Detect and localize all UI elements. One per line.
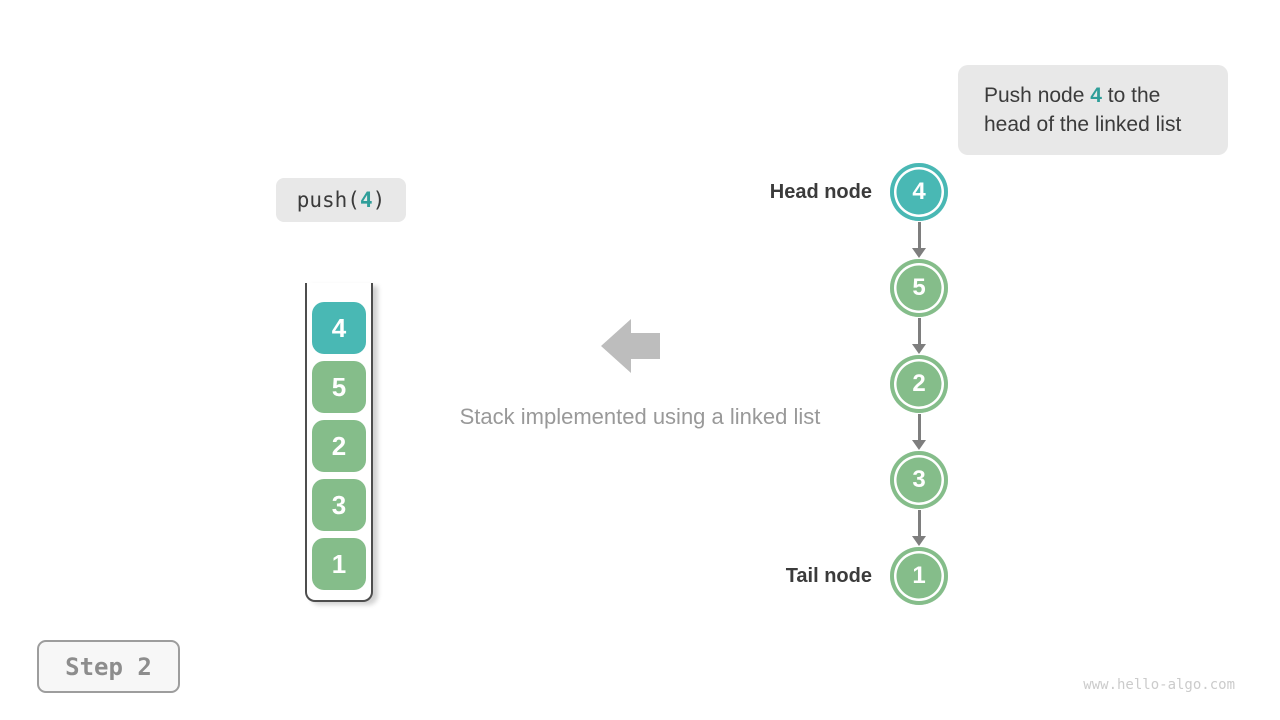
head-node-label: Head node [769,181,872,203]
linked-list-node: 2 [890,355,948,413]
stack-node: 4 [312,302,366,354]
note-text-after: to the [1101,84,1161,107]
down-arrow-icon [912,510,926,546]
tail-node-label: Tail node [785,565,872,587]
operation-label: push(4) [276,178,406,222]
note-line-2: head of the linked list [984,113,1182,136]
step-badge: Step 2 [37,640,180,693]
stack-container: 4 5 2 3 1 [305,283,373,602]
linked-list-node: 4 [890,163,948,221]
watermark-text: www.hello-algo.com [1083,677,1235,693]
stack-node: 1 [312,538,366,590]
operation-prefix: push( [296,188,360,212]
step-label: Step 2 [65,652,152,681]
note-text-before: Push node [984,84,1091,107]
stack-node: 2 [312,420,366,472]
operation-arg: 4 [359,188,373,212]
down-arrow-icon [912,414,926,450]
note-bubble: Push node 4 to the head of the linked li… [958,65,1228,155]
down-arrow-icon [912,318,926,354]
operation-suffix: ) [372,188,386,212]
stack-node: 3 [312,479,366,531]
note-line-1: Push node 4 to the [984,81,1228,110]
linked-list-node: 3 [890,451,948,509]
left-arrow-icon [601,319,660,373]
note-highlight-value: 4 [1090,84,1102,107]
down-arrow-icon [912,222,926,258]
linked-list-node: 1 [890,547,948,605]
caption-text: Stack implemented using a linked list [459,404,821,429]
stack-node: 5 [312,361,366,413]
linked-list-node: 5 [890,259,948,317]
